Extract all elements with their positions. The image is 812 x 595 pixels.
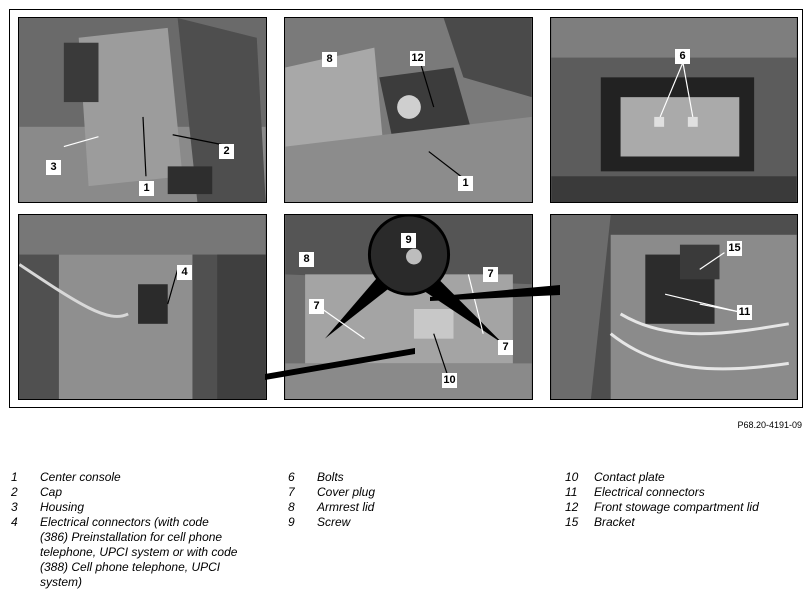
legend-item: 3 Housing xyxy=(11,500,240,515)
legend-text: Cap xyxy=(40,485,63,499)
legend-text: Center console xyxy=(40,470,121,484)
callout-label: 8 xyxy=(322,52,337,67)
legend-number: 12 xyxy=(565,500,579,514)
figure-frame: 3 1 2 8 12 1 6 xyxy=(9,9,803,408)
legend-number: 8 xyxy=(288,500,295,514)
callout-label: 4 xyxy=(177,265,192,280)
legend-column-1: 1 Center console 2 Cap 3 Housing 4 Elect… xyxy=(11,470,240,590)
legend-number: 11 xyxy=(565,485,578,499)
legend-text: Housing xyxy=(40,500,85,514)
legend-number: 7 xyxy=(288,485,295,499)
legend-item: 4 Electrical connectors (with code (386)… xyxy=(11,515,240,590)
photo-panel-5: 8 9 7 7 7 10 xyxy=(284,214,533,400)
callout-label: 15 xyxy=(727,241,742,256)
legend-column-3: 10 Contact plate 11 Electrical connector… xyxy=(565,470,794,530)
legend-item: 10 Contact plate xyxy=(565,470,794,485)
legend-number: 1 xyxy=(11,470,18,484)
photo-panel-1-illustration xyxy=(19,18,266,202)
legend-item: 8 Armrest lid xyxy=(288,500,517,515)
legend-text: Screw xyxy=(317,515,351,529)
callout-label: 12 xyxy=(410,51,425,66)
legend-number: 4 xyxy=(11,515,18,529)
photo-panel-2-illustration xyxy=(285,18,532,202)
legend-item: 15 Bracket xyxy=(565,515,794,530)
legend-text: Front stowage compartment lid xyxy=(594,500,759,514)
callout-label: 3 xyxy=(46,160,61,175)
legend-text: Bolts xyxy=(317,470,344,484)
callout-label: 7 xyxy=(309,299,324,314)
callout-label: 1 xyxy=(458,176,473,191)
callout-label: 9 xyxy=(401,233,416,248)
callout-label: 2 xyxy=(219,144,234,159)
photo-panel-3-illustration xyxy=(551,18,797,202)
callout-label: 6 xyxy=(675,49,690,64)
legend-item: 2 Cap xyxy=(11,485,240,500)
connector-wedge xyxy=(265,348,415,380)
photo-panel-6: 15 11 xyxy=(550,214,798,400)
callout-label: 7 xyxy=(483,267,498,282)
photo-panel-3: 6 xyxy=(550,17,798,203)
callout-label: 10 xyxy=(442,373,457,388)
legend-item: 9 Screw xyxy=(288,515,517,530)
figure-code: P68.20-4191-09 xyxy=(737,420,802,430)
photo-panel-4-illustration xyxy=(19,215,266,399)
legend-number: 15 xyxy=(565,515,579,529)
callout-label: 11 xyxy=(737,305,752,320)
callout-label: 8 xyxy=(299,252,314,267)
legend-number: 10 xyxy=(565,470,579,484)
legend-text: Cover plug xyxy=(317,485,376,499)
legend-text: Bracket xyxy=(594,515,635,529)
legend-number: 2 xyxy=(11,485,18,499)
legend-column-2: 6 Bolts 7 Cover plug 8 Armrest lid 9 Scr… xyxy=(288,470,517,530)
legend-item: 12 Front stowage compartment lid xyxy=(565,500,794,515)
legend-item: 1 Center console xyxy=(11,470,240,485)
callout-label: 7 xyxy=(498,340,513,355)
callout-label: 1 xyxy=(139,181,154,196)
legend-item: 6 Bolts xyxy=(288,470,517,485)
legend-number: 3 xyxy=(11,500,18,514)
legend-text: Electrical connectors xyxy=(594,485,705,499)
legend-number: 6 xyxy=(288,470,295,484)
photo-panel-4: 4 xyxy=(18,214,267,400)
connector-wedge xyxy=(430,285,560,301)
legend-text: Armrest lid xyxy=(317,500,375,514)
photo-panel-2: 8 12 1 xyxy=(284,17,533,203)
legend-text: Contact plate xyxy=(594,470,665,484)
photo-panel-1: 3 1 2 xyxy=(18,17,267,203)
photo-panel-6-illustration xyxy=(551,215,797,399)
legend-item: 7 Cover plug xyxy=(288,485,517,500)
legend-number: 9 xyxy=(288,515,295,529)
photo-panel-5-illustration xyxy=(285,215,532,399)
legend-text: Electrical connectors (with code (386) P… xyxy=(40,515,238,589)
legend-item: 11 Electrical connectors xyxy=(565,485,794,500)
